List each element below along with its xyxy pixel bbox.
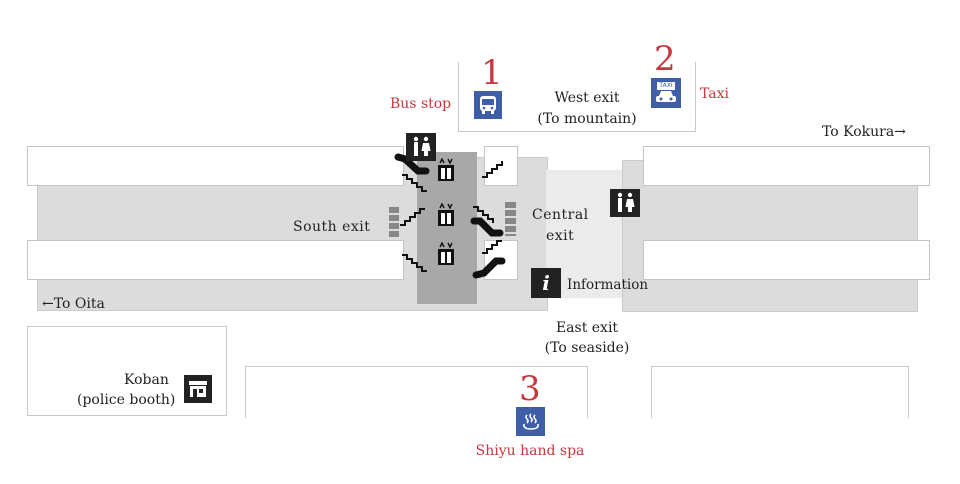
platform-right-upper — [643, 146, 930, 186]
escalator-icon — [472, 257, 506, 279]
escalator-icon — [470, 217, 504, 237]
elevator-icon — [438, 203, 454, 226]
elevator-icon — [438, 242, 454, 265]
poi-number-bus: 1 — [481, 53, 503, 93]
koban-label: Koban — [124, 372, 169, 388]
escalator-icon — [394, 153, 430, 175]
stairs-icon — [402, 254, 427, 272]
south-gate — [389, 207, 399, 237]
west-exit-label: West exit — [554, 90, 620, 106]
police-box-icon[interactable] — [184, 375, 212, 403]
taxi-icon[interactable]: TAXI — [651, 78, 681, 108]
stairs-icon — [482, 240, 502, 254]
platform-left-upper — [27, 146, 404, 186]
bus-stop-label: Bus stop — [390, 96, 452, 112]
restroom-icon — [610, 189, 640, 217]
information-icon[interactable]: i — [531, 268, 561, 298]
elevator-icon — [438, 158, 454, 181]
poi-number-taxi: 2 — [654, 39, 676, 79]
platform-left-lower — [27, 240, 404, 280]
central-exit-label: Central — [532, 207, 589, 223]
to-kokura-label: To Kokura→ — [822, 124, 906, 140]
to-oita-label: ←To Oita — [42, 296, 105, 312]
stairs-icon — [402, 174, 427, 192]
poi-number-spa: 3 — [519, 369, 541, 409]
stairs-icon — [482, 161, 503, 178]
stairs-icon — [400, 208, 425, 226]
information-glyph: i — [542, 271, 550, 295]
stairs-icon — [473, 206, 494, 223]
restroom-icon — [406, 133, 436, 161]
platform-right-lower — [643, 240, 930, 280]
central-exit-label-2: exit — [546, 228, 575, 244]
taxi-label: Taxi — [700, 86, 729, 102]
vertical-transport-layer — [394, 153, 506, 279]
west-exit-sublabel: (To mountain) — [537, 111, 637, 127]
east-exit-label: East exit — [555, 320, 619, 336]
hot-spring-icon[interactable] — [516, 407, 545, 436]
information-label: Information — [567, 277, 649, 293]
koban-sublabel: (police booth) — [77, 392, 176, 408]
taxi-sign: TAXI — [657, 82, 675, 90]
east-exit-sublabel: (To seaside) — [544, 340, 630, 356]
bus-icon[interactable] — [474, 91, 502, 119]
east-building-right — [651, 366, 909, 418]
central-gate — [505, 202, 516, 236]
hand-spa-label: Shiyu hand spa — [475, 443, 585, 459]
south-exit-label: South exit — [293, 219, 371, 235]
